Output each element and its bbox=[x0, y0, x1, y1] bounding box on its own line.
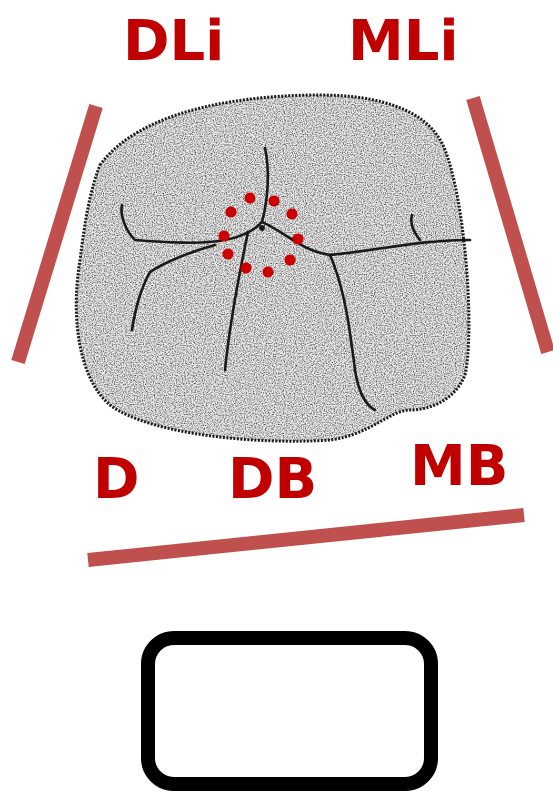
label-mb: MB bbox=[410, 434, 508, 499]
label-db: DB bbox=[228, 447, 317, 512]
dot-center bbox=[259, 225, 265, 231]
label-mli: MLi bbox=[348, 9, 459, 74]
dot bbox=[269, 196, 280, 207]
empty-rounded-box bbox=[148, 638, 431, 784]
dot bbox=[241, 263, 252, 274]
dot bbox=[245, 193, 256, 204]
bar-buccal bbox=[88, 515, 524, 560]
dot bbox=[223, 249, 234, 260]
label-d: D bbox=[93, 447, 139, 512]
dot bbox=[226, 207, 237, 218]
bar-mesiolingual bbox=[473, 98, 548, 352]
dot bbox=[287, 209, 298, 220]
tooth-stipple bbox=[60, 85, 490, 455]
occlusal-tooth-icon bbox=[60, 85, 490, 455]
dot bbox=[219, 231, 230, 242]
label-dli: DLi bbox=[123, 9, 224, 74]
dot bbox=[263, 267, 274, 278]
dot bbox=[293, 234, 304, 245]
dot bbox=[285, 255, 296, 266]
